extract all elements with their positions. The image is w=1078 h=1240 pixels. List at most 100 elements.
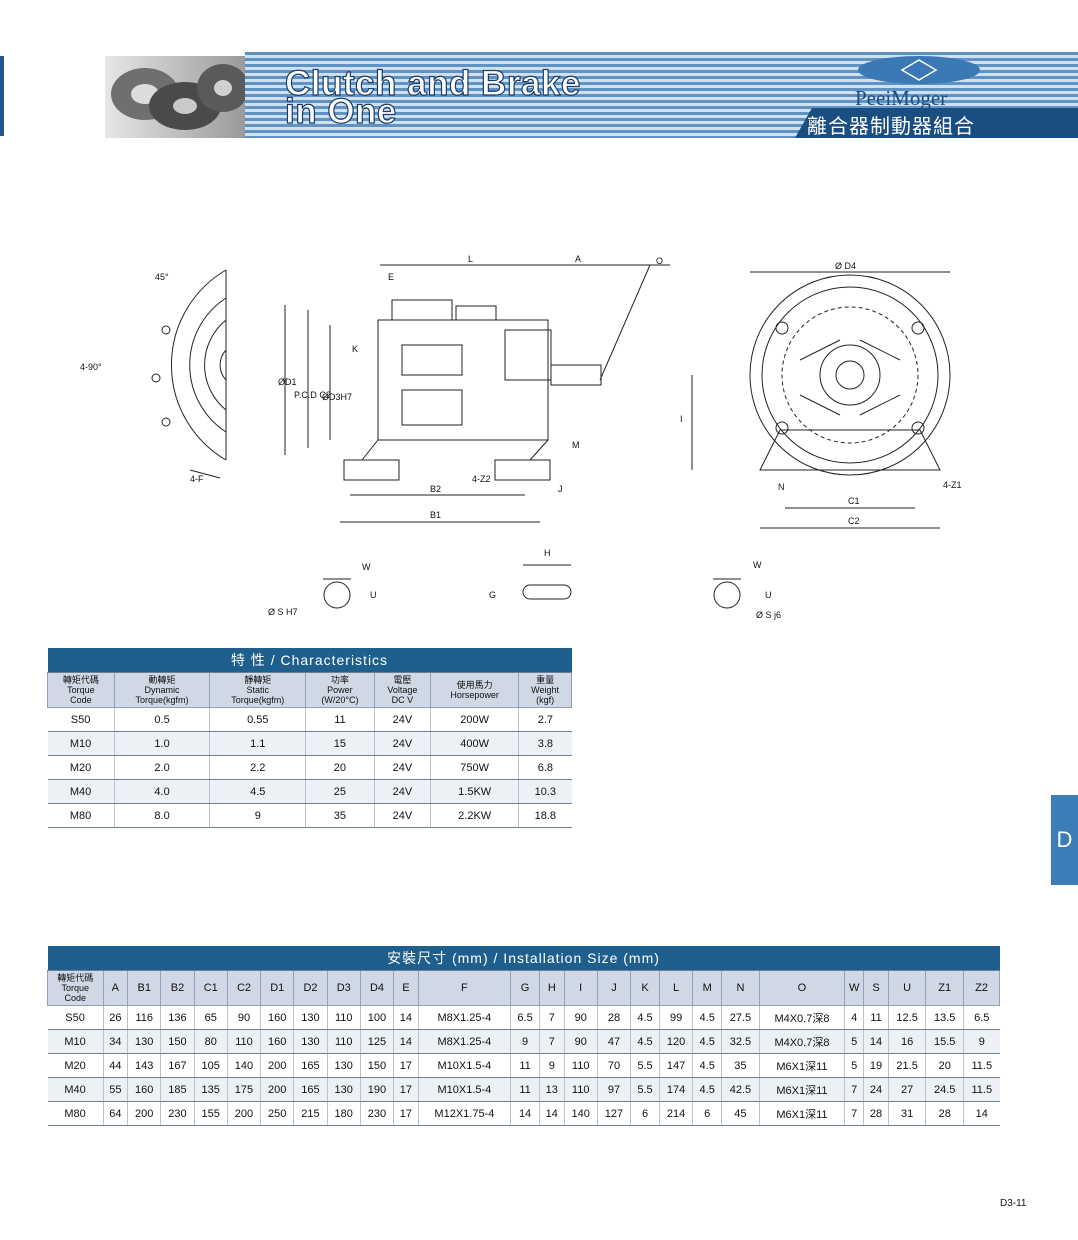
column-header-en1: Horsepower: [450, 690, 499, 700]
page-header: Clutch and Brake in One PeeiMoger 離合器制動器…: [105, 52, 1078, 138]
label-n: N: [778, 482, 785, 492]
table-cell: 2.0: [113, 755, 210, 780]
table-cell: M12X1.75-4: [417, 1101, 511, 1126]
table-cell: M4X0.7深8: [758, 1005, 845, 1030]
table-cell: S50: [47, 707, 115, 732]
characteristics-caption: 特 性 / Characteristics: [47, 648, 572, 673]
column-header: F: [417, 970, 512, 1006]
table-cell: 8.0: [113, 803, 210, 828]
label-h: H: [544, 548, 551, 558]
table-cell: 230: [359, 1101, 394, 1126]
table-cell: 19: [863, 1053, 889, 1078]
table-cell: M6X1深11: [758, 1053, 845, 1078]
column-header: E: [393, 970, 419, 1006]
table-cell: 27: [887, 1077, 926, 1102]
table-cell: 97: [596, 1077, 631, 1102]
table-cell: 4.0: [113, 779, 210, 804]
table-cell: 4.5: [692, 1053, 722, 1078]
label-d3: ØD3H7: [322, 392, 352, 402]
table-cell: 750W: [430, 755, 519, 780]
column-header-en2: (W/20°C): [321, 695, 359, 705]
label-b2: B2: [430, 484, 441, 494]
column-header-zh: 靜轉矩: [244, 675, 272, 685]
table-cell: 25: [305, 779, 375, 804]
table-cell: 110: [326, 1005, 361, 1030]
table-cell: M80: [47, 803, 115, 828]
column-header: D3: [326, 970, 361, 1006]
table-cell: 64: [102, 1101, 128, 1126]
table-cell: 6: [630, 1101, 660, 1126]
column-header-zh: 功率: [330, 675, 349, 685]
brand-logo-icon: [858, 56, 980, 84]
table-cell: 127: [596, 1101, 631, 1126]
table-cell: 5.5: [630, 1077, 660, 1102]
table-cell: 20: [305, 755, 375, 780]
table-cell: 0.5: [113, 707, 210, 732]
column-header-en2: Torque(kgfm): [135, 695, 189, 705]
column-header: Z2: [963, 970, 1000, 1006]
table-cell: 110: [226, 1029, 261, 1054]
table-cell: 90: [226, 1005, 261, 1030]
label-sh7: Ø S H7: [268, 607, 298, 617]
table-cell: 150: [160, 1029, 195, 1054]
column-header-zh: 轉矩代碼: [57, 973, 94, 983]
table-cell: 143: [127, 1053, 161, 1078]
table-cell: 0.55: [209, 707, 306, 732]
table-cell: 6: [692, 1101, 722, 1126]
column-header: L: [658, 970, 694, 1006]
label-m: M: [572, 440, 580, 450]
table-cell: 28: [863, 1101, 889, 1126]
table-cell: 14: [963, 1101, 1000, 1126]
label-angle45: 45°: [155, 272, 169, 282]
table-cell: 165: [293, 1053, 328, 1078]
column-header-zh: 轉矩代碼: [62, 675, 99, 685]
label-l: L: [468, 254, 473, 264]
table-cell: 11: [510, 1053, 540, 1078]
column-header-zh: 電壓: [393, 675, 412, 685]
table-cell: 105: [193, 1053, 228, 1078]
table-cell: 1.0: [113, 731, 210, 756]
page-title: Clutch and Brake in One: [284, 65, 581, 129]
table-cell: 70: [596, 1053, 631, 1078]
table-cell: 130: [127, 1029, 161, 1054]
table-cell: M10X1.5-4: [417, 1053, 511, 1078]
column-header: Z1: [925, 970, 965, 1006]
label-g: G: [489, 590, 496, 600]
section-tab[interactable]: D: [1051, 795, 1078, 885]
table-cell: 24: [863, 1077, 889, 1102]
column-header-zh: 動轉矩: [148, 675, 176, 685]
column-header: C2: [226, 970, 262, 1006]
table-cell: M4X0.7深8: [758, 1029, 845, 1054]
page-number: D3-11: [1000, 1198, 1027, 1209]
table-cell: 110: [563, 1077, 598, 1102]
table-cell: 3.8: [518, 731, 572, 756]
brand-name: PeeiMoger: [855, 86, 948, 110]
label-a: A: [575, 254, 581, 264]
table-cell: 4.5: [692, 1029, 722, 1054]
table-cell: 14: [510, 1101, 540, 1126]
table-cell: 160: [127, 1077, 161, 1102]
column-header: M: [692, 970, 723, 1006]
table-cell: 155: [193, 1101, 228, 1126]
table-cell: 17: [393, 1101, 419, 1126]
table-cell: M40: [47, 1077, 104, 1102]
table-cell: 6.5: [963, 1005, 1000, 1030]
table-cell: 130: [326, 1077, 361, 1102]
table-cell: 150: [359, 1053, 394, 1078]
column-header-en1: Power: [327, 685, 353, 695]
table-cell: 160: [260, 1029, 294, 1054]
table-cell: 55: [102, 1077, 128, 1102]
label-c1: C1: [848, 496, 860, 506]
table-cell: 165: [293, 1077, 328, 1102]
label-u1: U: [370, 590, 377, 600]
table-cell: 230: [160, 1101, 195, 1126]
installation-caption: 安裝尺寸 (mm) / Installation Size (mm): [47, 946, 1000, 971]
table-cell: 45: [721, 1101, 760, 1126]
table-cell: 2.7: [518, 707, 572, 732]
